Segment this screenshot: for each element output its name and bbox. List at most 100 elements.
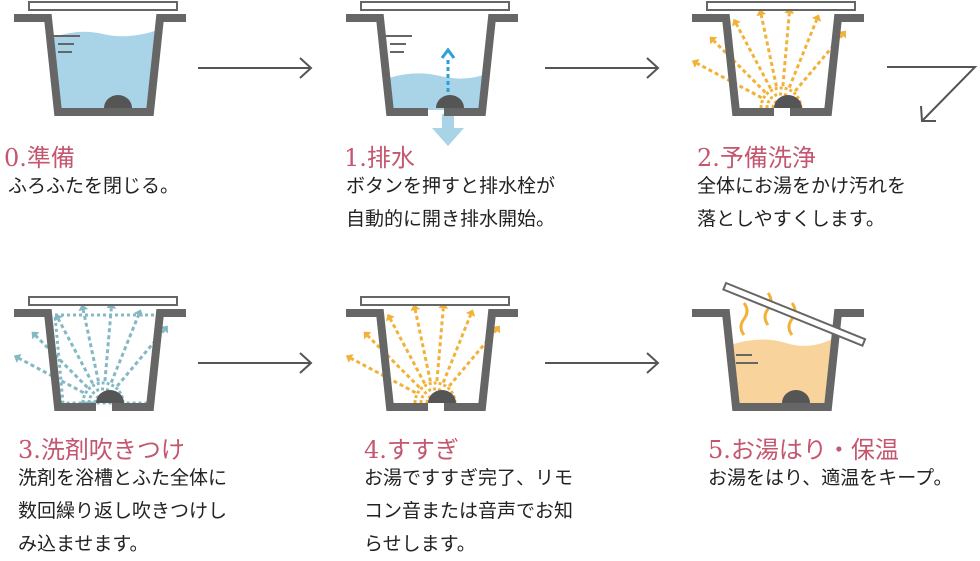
spray-arrowhead — [756, 9, 767, 17]
spray-line — [34, 334, 89, 389]
spray-line — [447, 329, 498, 388]
right-arrow-icon — [545, 352, 660, 374]
illustration-shape — [739, 302, 749, 336]
lid-icon — [360, 296, 510, 306]
drain-plug-icon — [436, 95, 464, 108]
spray-arrowhead — [811, 14, 822, 22]
description-line: 全体にお湯をかけ汚れを — [697, 175, 907, 197]
spray-line — [735, 23, 772, 90]
illustration-shape — [763, 292, 773, 326]
spray-arrowhead — [363, 331, 372, 340]
lid-icon — [706, 1, 856, 11]
spray-arc — [765, 92, 797, 109]
spray-line — [81, 309, 100, 382]
water-level-marks-icon — [736, 354, 758, 364]
description-line: ボタンを押すと排水栓が — [346, 175, 556, 197]
description-line: らせします。 — [364, 533, 476, 555]
tub-illustration-fill — [686, 281, 876, 425]
spray-line — [57, 318, 94, 385]
step-title: 2.予備洗浄 — [697, 144, 816, 172]
spray-arrowhead — [731, 18, 741, 27]
spray-line — [712, 39, 767, 94]
spray-line — [781, 13, 791, 87]
spray-arrowhead — [78, 304, 89, 312]
spray-line — [413, 309, 432, 382]
illustration-shape — [887, 66, 978, 121]
description-line: ふろふたを閉じる。 — [8, 175, 180, 197]
illustration-shape — [646, 57, 660, 79]
description-line: お湯ですすぎ完了、リモ — [364, 467, 574, 489]
water-level-marks-icon — [52, 35, 80, 53]
spray-line — [389, 318, 426, 385]
tub-illustration-detergent — [8, 295, 198, 425]
drain-down-arrow-icon — [432, 114, 464, 146]
illustration-shape — [646, 352, 660, 374]
tub-illustration-drain — [340, 0, 530, 146]
spray-arc — [413, 381, 457, 404]
description-line: 自動的に開き排水開始。 — [346, 208, 556, 230]
tub-outline — [692, 14, 864, 116]
spray-line — [793, 34, 844, 93]
step-description: ふろふたを閉じる。 — [8, 170, 179, 203]
tub-outline — [14, 14, 186, 116]
water — [52, 30, 158, 110]
spray-arc — [81, 381, 125, 404]
lid-icon — [360, 1, 510, 11]
drain-plug-icon — [104, 95, 132, 108]
tub-illustration-prewash — [686, 0, 876, 130]
tub-illustration-rinse — [340, 295, 530, 425]
step-title: 1.排水 — [344, 144, 415, 172]
description-line: 落としやすくします。 — [697, 208, 885, 230]
lid-icon — [28, 1, 178, 11]
spray-arc — [87, 387, 119, 404]
spray-line — [109, 314, 140, 384]
spray-line — [366, 334, 421, 389]
spray-arrowhead — [31, 331, 40, 340]
spray-line — [441, 314, 472, 384]
step-title: 3.洗剤吹きつけ — [18, 436, 185, 464]
lid-icon — [722, 281, 867, 347]
drain-plug-icon — [774, 95, 802, 108]
drain-plug-icon — [96, 390, 124, 403]
description-line: み込ませます。 — [18, 533, 149, 555]
right-arrow-icon — [198, 352, 313, 374]
water-level-marks-icon — [384, 35, 412, 53]
spray-arrowhead — [13, 353, 22, 363]
description-line: 数回繰り返し吹きつけし — [18, 500, 228, 522]
step-description: 洗剤を浴槽とふた全体に数回繰り返し吹きつけしみ込ませます。 — [18, 462, 227, 561]
spray-arrowhead — [345, 353, 354, 363]
drain-plug-icon — [428, 390, 456, 403]
drain-plug-icon — [782, 390, 810, 403]
step-description: お湯ですすぎ完了、リモコン音または音声でお知らせします。 — [364, 462, 573, 561]
spray-arrowhead — [465, 309, 476, 317]
illustration-shape — [920, 105, 936, 122]
spray-line — [759, 14, 778, 87]
spray-arrowhead — [410, 304, 421, 312]
water — [389, 73, 486, 110]
illustration-shape — [440, 47, 456, 59]
spray-line — [435, 308, 445, 382]
spray-line — [787, 19, 818, 89]
step-description: 全体にお湯をかけ汚れを落としやすくします。 — [697, 170, 906, 236]
illustration-shape — [299, 57, 313, 79]
spray-arc — [759, 86, 803, 109]
tub-illustration-prepare — [8, 0, 198, 130]
right-arrow-icon — [198, 57, 313, 79]
spray-arc — [419, 387, 451, 404]
illustration-shape — [787, 302, 797, 336]
description-line: お湯をはり、適温をキープ。 — [708, 467, 953, 489]
step-description: ボタンを押すと排水栓が自動的に開き排水開始。 — [346, 170, 555, 236]
right-arrow-icon — [545, 57, 660, 79]
spray-arrowhead — [691, 58, 700, 68]
step-description: お湯をはり、適温をキープ。 — [708, 462, 953, 495]
bent-down-left-arrow-icon — [887, 66, 978, 122]
illustration-shape — [299, 352, 313, 374]
steam-icon — [739, 292, 797, 336]
spray-arrowhead — [709, 36, 718, 45]
spray-line — [115, 329, 166, 388]
step-title: 4.すすぎ — [364, 436, 459, 464]
tub-outline — [346, 14, 518, 116]
tub-outline — [14, 309, 186, 411]
spray-arrowhead — [385, 313, 395, 322]
description-line: 洗剤を浴槽とふた全体に — [18, 467, 228, 489]
